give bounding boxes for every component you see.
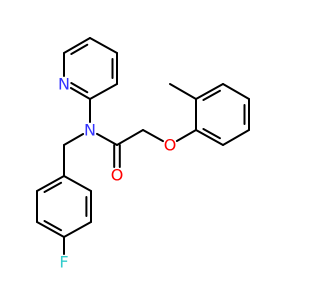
bond-inner-p2-p3 [70,43,89,55]
bond-f4-f5 [63,221,92,238]
bond-f1-f2 [36,175,65,192]
bond-inner-f3-f4 [43,220,63,232]
amide-nitrogen-label: N [84,121,96,140]
bond-lines [36,37,250,255]
bond-nam-ch2 [63,133,85,146]
carbonyl-oxygen-label: O [111,166,124,185]
bond-inner-p6-p1 [70,82,89,94]
bond-t2-me [169,83,197,100]
bond-nam-ca [96,132,118,146]
bond-cb-oe [142,129,164,143]
bond-p2-p3 [63,37,91,54]
background [0,0,300,300]
ether-oxygen-label: O [164,136,177,155]
pyridine-nitrogen-label: N [58,75,70,94]
bond-t5-t6 [222,129,250,146]
molecule-structure: N N O O F [0,0,300,300]
bond-t2-t3 [195,83,224,100]
bond-f3-f4 [36,221,65,238]
fluorine-label: F [59,253,68,272]
bond-p6-p1 [69,87,91,100]
bond-t3-t4 [222,83,250,100]
bond-inner-t6-t1 [202,128,221,140]
bond-t6-t1 [195,129,224,146]
bond-oe-t1 [175,129,197,142]
bond-ca-cb [116,129,144,146]
bond-inner-f1-f2 [43,181,63,193]
bond-f6-f1 [63,175,92,192]
bond-p5-p6 [89,83,118,100]
bond-inner-t2-t3 [202,89,221,101]
bond-p3-p4 [89,37,118,54]
